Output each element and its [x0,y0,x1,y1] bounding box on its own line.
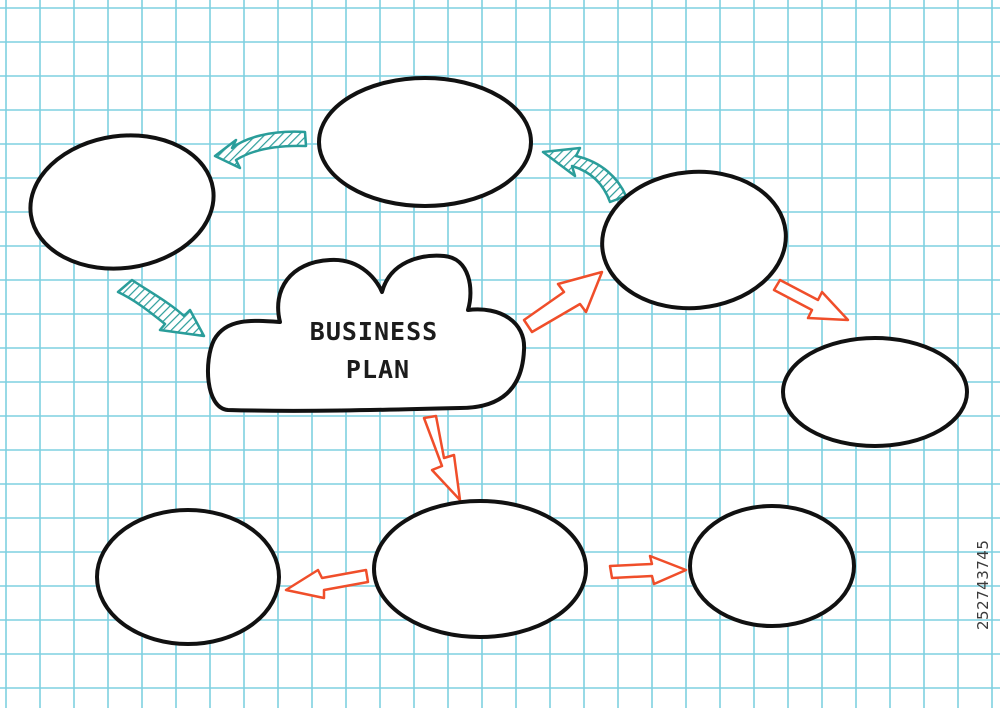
cloud-label-line2: PLAN [346,355,410,384]
red-arrow-down [422,414,462,502]
stock-id-watermark: 252743745 [974,539,992,631]
center-cloud [205,253,527,413]
node-bottom-left [95,508,281,646]
node-top-center [317,76,533,208]
node-bottom-right [688,504,856,628]
node-right-top [600,169,788,311]
red-arrow-right [608,554,688,586]
teal-arrow-top-right [541,146,628,204]
node-bottom-center [372,499,588,639]
red-arrow-to-far-right [772,278,850,322]
node-top-left [28,133,216,271]
cloud-label-line1: BUSINESS [310,317,438,346]
node-far-right [781,336,969,448]
red-arrow-to-right-top [522,270,604,334]
red-arrow-left [284,568,370,600]
teal-arrow-top-left [213,130,308,170]
teal-arrow-left-down [116,278,206,338]
